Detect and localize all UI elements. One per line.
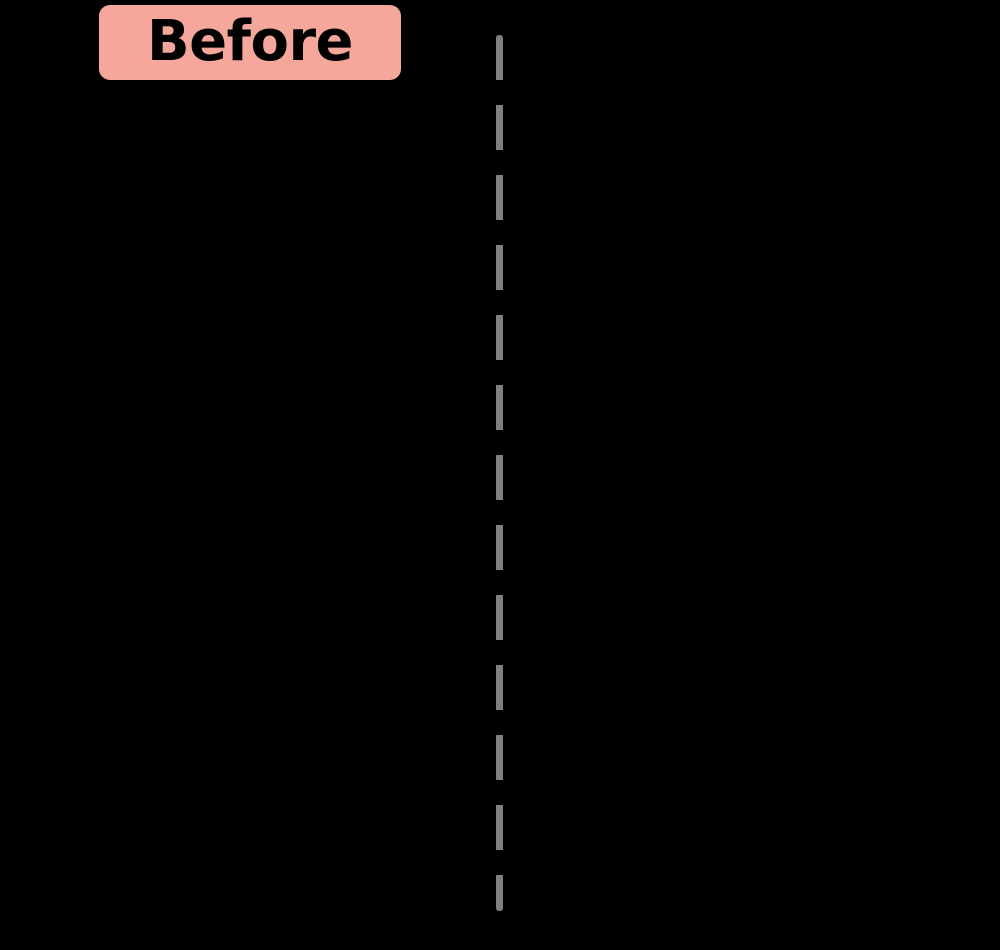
panel-before-content [0, 90, 499, 950]
badge-before-label: Before [146, 8, 354, 74]
panel-after-content [500, 90, 1000, 950]
badge-before[interactable]: Before [99, 5, 401, 80]
vertical-dashed-divider-icon [496, 35, 503, 911]
panel-after: After [500, 0, 1000, 950]
panel-before: Before [0, 0, 499, 950]
